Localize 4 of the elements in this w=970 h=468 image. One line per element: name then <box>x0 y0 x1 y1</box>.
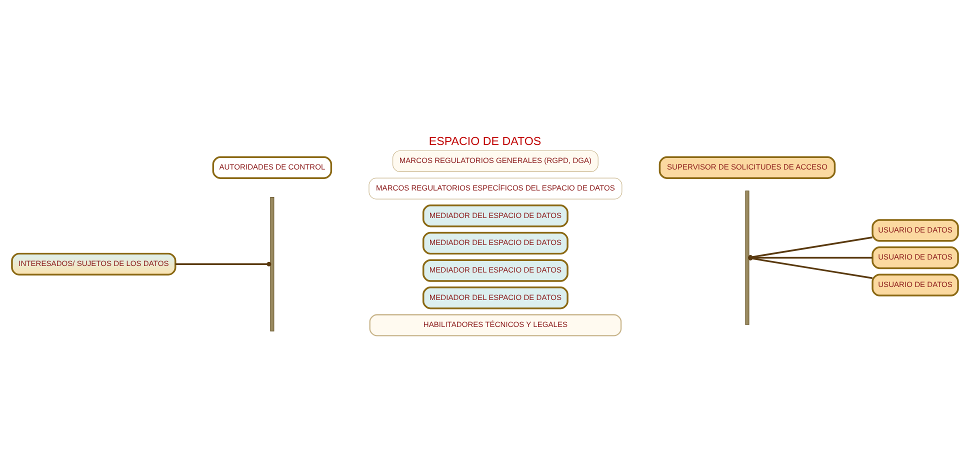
node-bar <box>745 190 750 324</box>
diagram-title: ESPACIO DE DATOS <box>428 134 542 148</box>
connector <box>175 261 272 266</box>
node-bar <box>270 196 274 331</box>
